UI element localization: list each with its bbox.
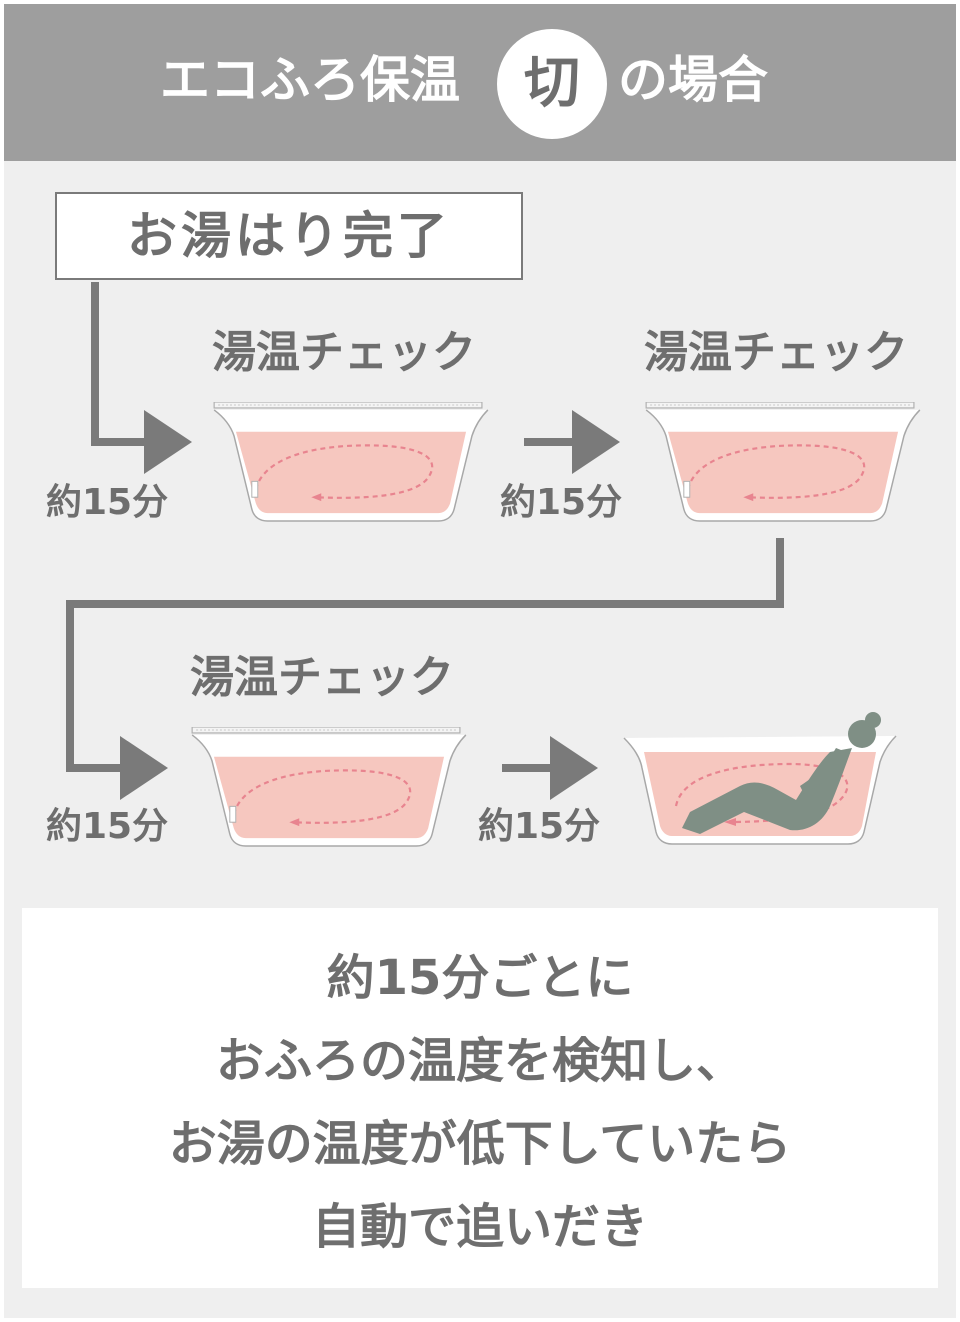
interval-label-2: 約15分 [500,482,623,523]
interval-label-3: 約15分 [46,806,169,847]
bathtub-2 [645,402,921,523]
interval-label-1: 約15分 [46,482,169,523]
description-line-4: 自動で追いだき [311,1199,648,1255]
header-title-left: エコふろ保温 [160,51,460,109]
description-box: 約15分ごとに おふろの温度を検知し、 お湯の温度が低下していたら 自動で追いだ… [22,908,938,1288]
header-title-circle: 切 [497,29,607,139]
check-label-1: 湯温チェック [212,327,476,378]
interval-label-4: 約15分 [478,806,601,847]
bathtub-3 [191,727,467,848]
flow-arrow-3 [66,538,784,800]
header-title-right: の場合 [618,51,768,109]
header-banner [4,4,956,161]
description-line-3: お湯の温度が低下していたら [168,1116,792,1172]
description-line-2: おふろの温度を検知し、 [215,1033,744,1089]
bathtub-with-person [623,712,897,845]
person-figure [682,712,881,834]
start-box: お湯はり完了 [55,192,523,280]
description-line-1: 約15分ごとに [326,950,634,1006]
flow-arrow-1 [91,282,192,474]
check-label-2: 湯温チェック [644,327,908,378]
bathtub-1 [213,402,489,523]
check-label-3: 湯温チェック [190,652,454,703]
